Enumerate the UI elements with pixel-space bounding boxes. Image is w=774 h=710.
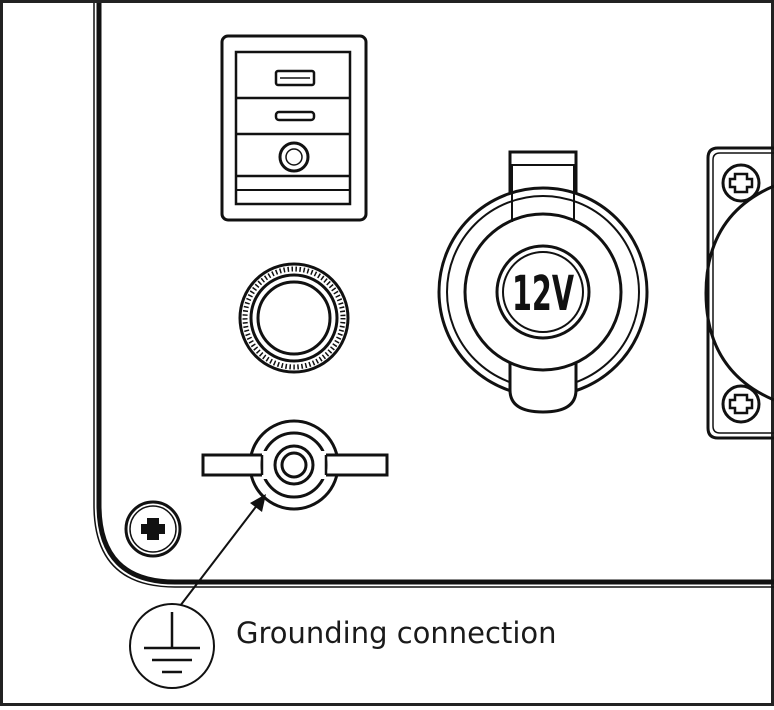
circuit-breaker bbox=[238, 262, 350, 374]
dc-socket-voltage-label: 12V bbox=[512, 266, 574, 322]
grounding-connection-label: Grounding connection bbox=[236, 616, 557, 650]
rocker-switch bbox=[220, 34, 368, 222]
ground-terminal bbox=[201, 419, 389, 511]
ac-outlet bbox=[704, 146, 774, 440]
panel-edge bbox=[96, 3, 774, 585]
callout-arrow bbox=[179, 494, 266, 607]
panel-edge-inner bbox=[93, 3, 774, 588]
phillips-screw-icon bbox=[721, 384, 761, 424]
dc-socket-12v: 12V bbox=[437, 150, 649, 414]
earth-ground-icon bbox=[129, 603, 215, 689]
phillips-screw-icon bbox=[124, 500, 182, 558]
phillips-screw-icon bbox=[721, 163, 761, 203]
